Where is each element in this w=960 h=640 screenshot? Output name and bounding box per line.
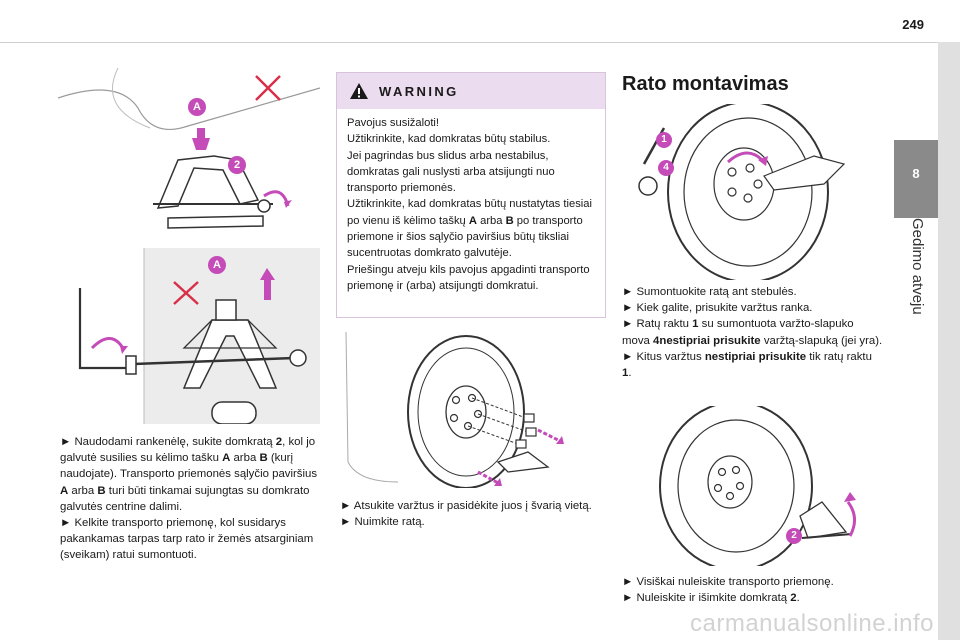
callout-1: 1 bbox=[656, 132, 672, 148]
chapter-tab bbox=[894, 140, 938, 218]
warning-line-1: Pavojus susižaloti! bbox=[347, 117, 440, 129]
left-paragraph-1: ► Naudodami rankenėlę, sukite domkratą 2… bbox=[60, 436, 318, 513]
figure-jack-detail: A bbox=[64, 248, 320, 424]
right-step-5: ► Visiškai nuleiskite transporto priemon… bbox=[622, 576, 834, 588]
right-step-1: ► Sumontuokite ratą ant stebulės. bbox=[622, 286, 797, 298]
middle-paragraph-2: ► Nuimkite ratą. bbox=[340, 516, 425, 529]
figure-lower-jack: 2 bbox=[624, 406, 886, 566]
figure-wheel-removal bbox=[338, 322, 604, 488]
callout-4: 4 bbox=[658, 160, 674, 176]
warning-header: WARNING bbox=[337, 73, 605, 109]
right-instructions-2: ► Visiškai nuleiskite transporto priemon… bbox=[622, 574, 884, 606]
right-step-6: ► Nuleiskite ir išimkite domkratą 2. bbox=[622, 592, 800, 605]
middle-paragraph-1: ► Atsukite varžtus ir pasidėkite juos į … bbox=[340, 500, 592, 512]
figure-wheel-mounting: 1 4 bbox=[624, 104, 886, 280]
figure-jack-raise: A 2 bbox=[58, 68, 320, 236]
callout-a: A bbox=[188, 98, 206, 116]
right-step-3: ► Ratų raktu 1 su sumontuota varžto-slap… bbox=[622, 318, 883, 347]
side-margin-strip bbox=[938, 42, 960, 640]
right-step-2: ► Kiek galite, prisukite varžtus ranka. bbox=[622, 302, 813, 315]
warning-triangle-icon bbox=[349, 82, 369, 100]
left-instructions: ► Naudodami rankenėlę, sukite domkratą 2… bbox=[60, 434, 326, 564]
warning-box: WARNING Pavojus susižaloti! Užtikrinkite… bbox=[336, 72, 606, 318]
left-paragraph-2: ► Kelkite transporto priemonę, kol susid… bbox=[60, 517, 314, 562]
warning-line-2: Užtikrinkite, kad domkratas būtų stabilu… bbox=[347, 133, 551, 146]
callout-2: 2 bbox=[228, 156, 246, 174]
warning-line-4: Užtikrinkite, kad domkratas būtų nustaty… bbox=[347, 198, 592, 260]
warning-line-3: Jei pagrindas bus slidus arba nestabilus… bbox=[347, 149, 555, 195]
warning-line-5: Priešingu atveju kils pavojus apgadinti … bbox=[347, 263, 590, 292]
warning-body: Pavojus susižaloti! Užtikrinkite, kad do… bbox=[337, 109, 605, 300]
right-step-4: ► Kitus varžtus nestipriai prisukite tik… bbox=[622, 350, 872, 380]
callout-a-detail: A bbox=[208, 256, 226, 274]
chapter-title: Gedimo atveju bbox=[909, 218, 926, 315]
watermark: carmanualsonline.info bbox=[690, 610, 934, 637]
page-number: 249 bbox=[902, 17, 924, 32]
warning-title: WARNING bbox=[379, 83, 459, 99]
callout-2-lower: 2 bbox=[786, 528, 802, 544]
header-rule bbox=[0, 42, 938, 43]
chapter-number: 8 bbox=[912, 166, 920, 181]
section-title: Rato montavimas bbox=[622, 73, 789, 95]
middle-instructions: ► Atsukite varžtus ir pasidėkite juos į … bbox=[340, 498, 602, 530]
right-instructions-1: ► Sumontuokite ratą ant stebulės. ► Kiek… bbox=[622, 284, 884, 381]
